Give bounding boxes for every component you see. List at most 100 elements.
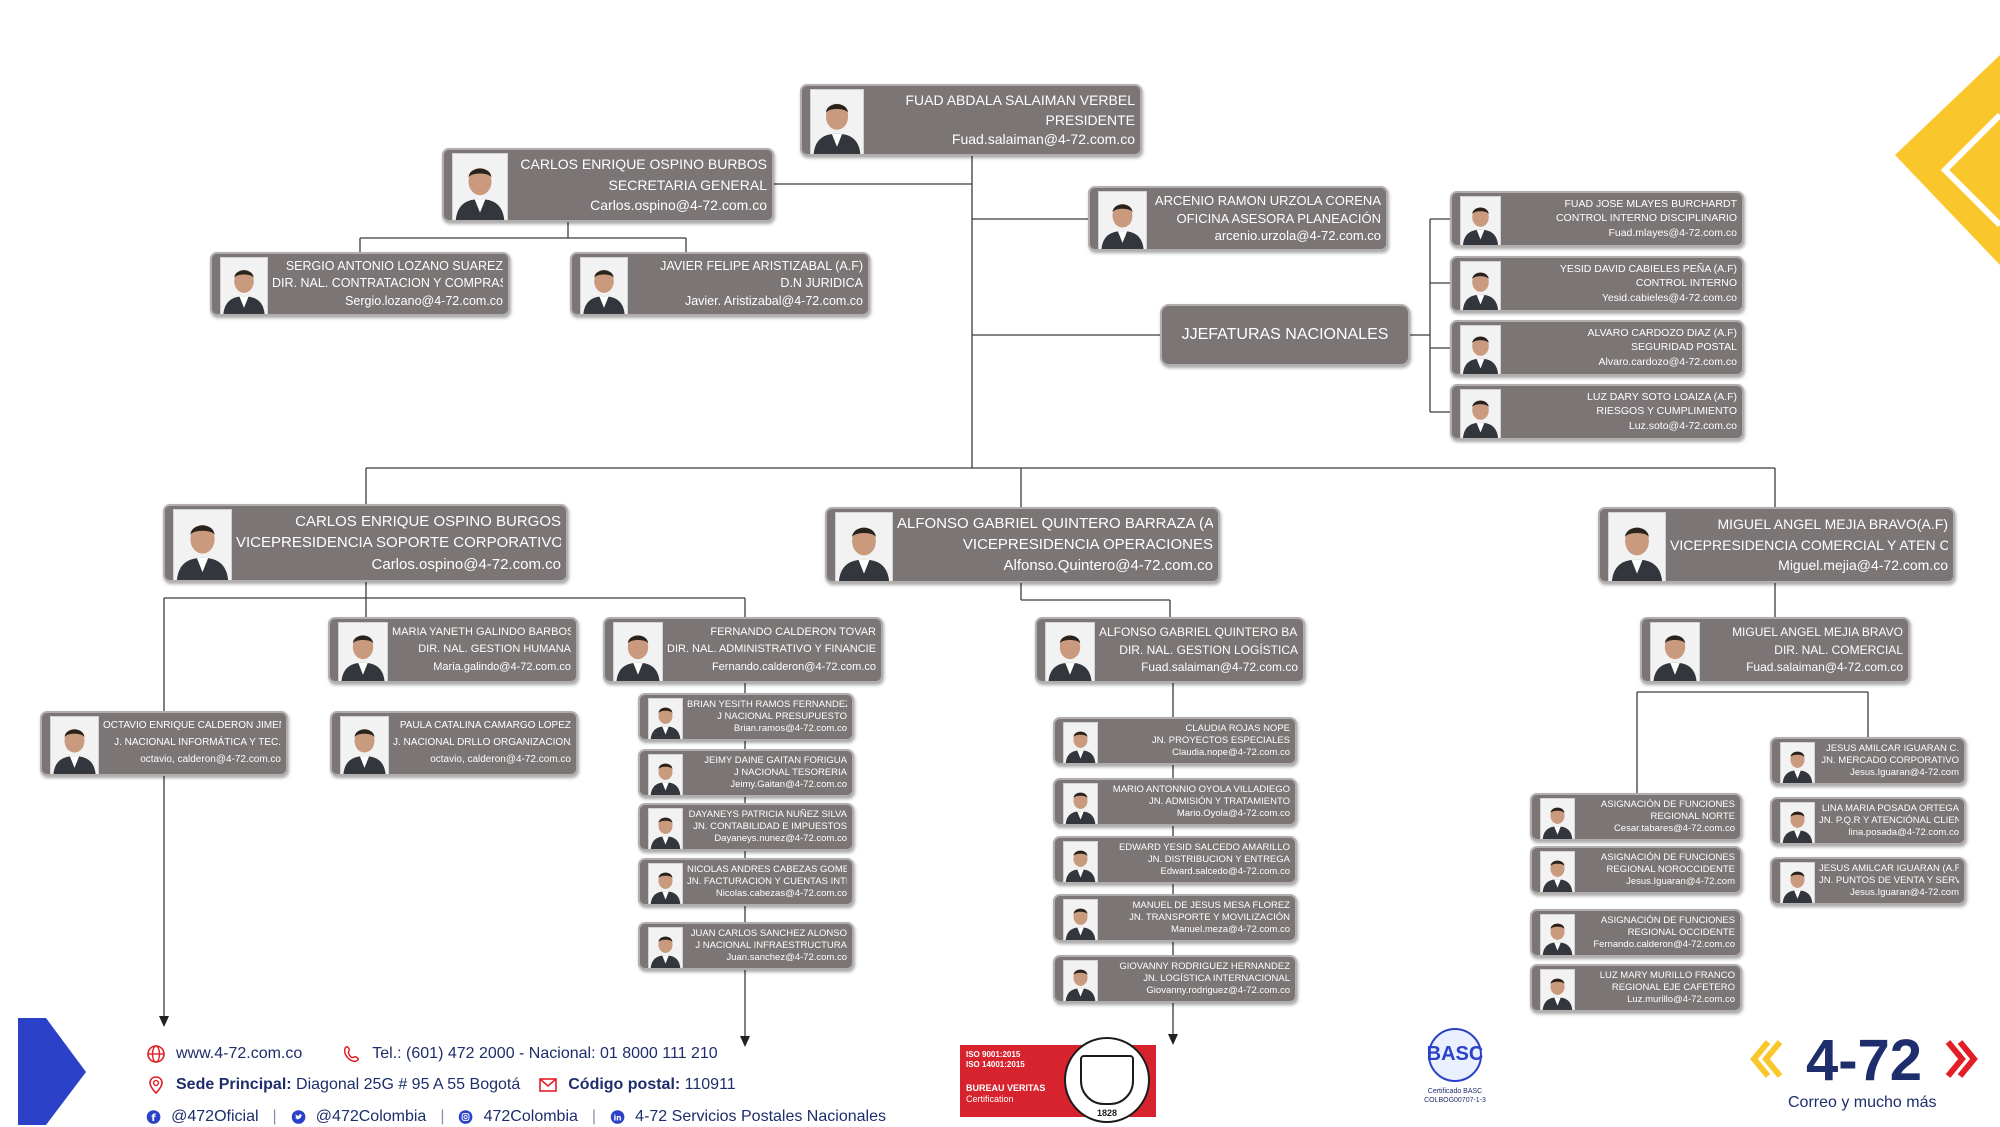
person-role: JN. P.Q.R Y ATENCIÓNAL CLIENTE [1819, 815, 1959, 826]
org-card-seguridad-postal: ALVARO CARDOZO DIAZ (A.F)SEGURIDAD POSTA… [1450, 320, 1744, 376]
person-email[interactable]: Fernando.calderon@4-72.com.co [711, 660, 876, 673]
person-email[interactable]: Jesus.Iguaran@4-72.com [1850, 767, 1959, 779]
person-name: BRIAN YESITH RAMOS FERNANDEZ [687, 698, 847, 710]
person-name: LINA MARIA POSADA ORTEGA [1821, 802, 1959, 814]
person-email[interactable]: octavio, calderon@4-72.com.co [430, 754, 571, 766]
person-email[interactable]: arcenio.urzola@4-72.com.co [1214, 228, 1381, 244]
website-link[interactable]: www.4-72.com.co [176, 1045, 303, 1062]
person-email[interactable]: Claudia.nope@4-72.com.co [1172, 747, 1290, 759]
person-email[interactable]: Cesar.tabares@4-72.com.co [1613, 823, 1735, 835]
svg-text:in: in [614, 1113, 622, 1122]
person-email[interactable]: Fuad.salaiman@4-72.com.co [1141, 660, 1298, 675]
person-role: JN. PUNTOS DE VENTA Y SERV. RN [1819, 875, 1959, 886]
person-email[interactable]: Giovanny.rodriguez@4-72.com.co [1146, 985, 1290, 997]
person-role: J NACIONAL TESORERIA [734, 767, 847, 778]
person-photo-icon [648, 863, 683, 904]
person-email[interactable]: Manuel.meza@4-72.com.co [1171, 924, 1290, 936]
person-email[interactable]: Sergio.lozano@4-72.com.co [345, 293, 503, 308]
person-role: VICEPRESIDENCIA SOPORTE CORPORATIVO (A.F… [236, 534, 561, 552]
person-photo-icon [580, 257, 628, 314]
person-email[interactable]: Miguel.mejia@4-72.com.co [1778, 557, 1948, 574]
instagram-handle[interactable]: 472Colombia [483, 1108, 578, 1125]
linkedin-handle[interactable]: 4-72 Servicios Postales Nacionales [635, 1108, 886, 1125]
org-card-control-interno: YESID DAVID CABIELES PEÑA (A.F)CONTROL I… [1450, 256, 1744, 312]
person-photo-icon [1460, 389, 1501, 438]
person-email[interactable]: Dayaneys.nunez@4-72.com.co [714, 833, 847, 845]
person-role: J. NACIONAL INFORMÁTICA Y TEC. [114, 737, 281, 749]
org-card-jn-puntos-venta: JESUS AMILCAR IGUARAN (A.F).JN. PUNTOS D… [1770, 857, 1966, 905]
person-photo-icon [835, 512, 893, 581]
person-email[interactable]: Fuad.mlayes@4-72.com.co [1608, 227, 1737, 240]
person-email[interactable]: Jeimy.Gaitan@4-72.com.co [730, 779, 847, 791]
person-email[interactable]: Carlos.ospino@4-72.com.co [371, 555, 561, 573]
person-email[interactable]: Luz.soto@4-72.com.co [1628, 420, 1737, 433]
person-photo-icon [613, 622, 663, 681]
person-email[interactable]: Luz.murillo@4-72.com.co [1627, 994, 1735, 1006]
person-photo-icon [220, 257, 268, 314]
brand-logo: 4-72 Correo y mucho más [1748, 1030, 1980, 1120]
person-photo-icon [648, 698, 683, 739]
person-email[interactable]: Jesus.Iguaran@4-72.com [1626, 876, 1735, 888]
person-role: VICEPRESIDENCIA COMERCIAL Y ATEN CLIENTE [1670, 536, 1948, 553]
person-email[interactable]: Jesus.Iguaran@4-72.com [1850, 887, 1959, 899]
person-email[interactable]: Edward.salcedo@4-72.com.co [1160, 866, 1290, 878]
person-photo-icon [1063, 841, 1098, 882]
person-role: JN. CONTABILIDAD E IMPUESTOS [693, 821, 847, 832]
person-name: GIOVANNY RODRIGUEZ HERNANDEZ [1119, 960, 1290, 972]
location-pin-icon [149, 1076, 163, 1095]
person-role: PRESIDENTE [1045, 111, 1135, 128]
person-role: REGIONAL NOROCCIDENTE [1606, 864, 1735, 875]
person-photo-icon [1460, 261, 1501, 310]
person-name: EDWARD YESID SALCEDO AMARILLO [1118, 841, 1290, 853]
org-card-vp-operaciones: ALFONSO GABRIEL QUINTERO BARRAZA (A.F)VI… [825, 507, 1220, 583]
mail-icon [539, 1078, 558, 1092]
person-role: JN. DISTRIBUCION Y ENTREGA [1147, 854, 1290, 865]
person-email[interactable]: Fernando.calderon@4-72.com.co [1593, 939, 1735, 951]
person-email[interactable]: Alvaro.cardozo@4-72.com.co [1598, 356, 1737, 369]
person-email[interactable]: Fuad.salaiman@4-72.com.co [1746, 660, 1903, 675]
person-email[interactable]: Carlos.ospino@4-72.com.co [590, 196, 767, 213]
person-photo-icon [338, 622, 388, 681]
person-email[interactable]: Alfonso.Quintero@4-72.com.co [1003, 557, 1214, 575]
person-name: MIGUEL ANGEL MEJIA BRAVO(A.F) [1717, 515, 1948, 532]
person-email[interactable]: Yesid.cabieles@4-72.com.co [1601, 292, 1737, 305]
sede-label: Sede Principal: [176, 1076, 292, 1093]
person-email[interactable]: octavio, calderon@4-72.com.co [140, 754, 281, 766]
person-email[interactable]: Fuad.salaiman@4-72.com.co [951, 131, 1135, 148]
org-card-dir-gestion-logistica: ALFONSO GABRIEL QUINTERO BARRAZADIR. NAL… [1035, 617, 1305, 683]
person-photo-icon [1540, 914, 1575, 955]
person-role: CONTROL INTERNO [1635, 277, 1737, 290]
person-email[interactable]: Mario.Oyola@4-72.com.co [1176, 808, 1290, 820]
person-role: DIR. NAL. ADMINISTRATIVO Y FINANCIERO [667, 643, 876, 656]
instagram-icon [459, 1110, 473, 1124]
facebook-handle[interactable]: @472Oficial [171, 1108, 259, 1125]
person-email[interactable]: lina.posada@4-72.com.co [1848, 827, 1959, 839]
facebook-icon: f [146, 1110, 161, 1124]
person-name: PAULA CATALINA CAMARGO LOPEZ [399, 720, 571, 732]
person-role: SECRETARIA GENERAL [608, 176, 767, 193]
person-email[interactable]: Brian.ramos@4-72.com.co [733, 723, 847, 735]
brand-mark: 4-72 [1750, 1030, 1978, 1088]
person-email[interactable]: Nicolas.cabezas@4-72.com.co [715, 888, 847, 900]
person-email[interactable]: Javier. Aristizabal@4-72.com.co [684, 293, 863, 308]
basc-seal: BASC Certificado BASC COLBOG00707-1-3 [1420, 1028, 1490, 1118]
person-name: ALVARO CARDOZO DIAZ (A.F) [1587, 326, 1737, 339]
person-role: DIR. NAL. CONTRATACION Y COMPRAS [272, 276, 503, 291]
person-photo-icon [1460, 196, 1501, 245]
blue-tab-decoration [18, 1018, 86, 1125]
person-email[interactable]: Juan.sanchez@4-72.com.co [726, 952, 847, 964]
twitter-handle[interactable]: @472Colombia [315, 1108, 427, 1125]
person-email[interactable]: Maria.galindo@4-72.com.co [433, 660, 571, 673]
person-role: JN. FACTURACION Y CUENTAS INTER [687, 876, 847, 887]
